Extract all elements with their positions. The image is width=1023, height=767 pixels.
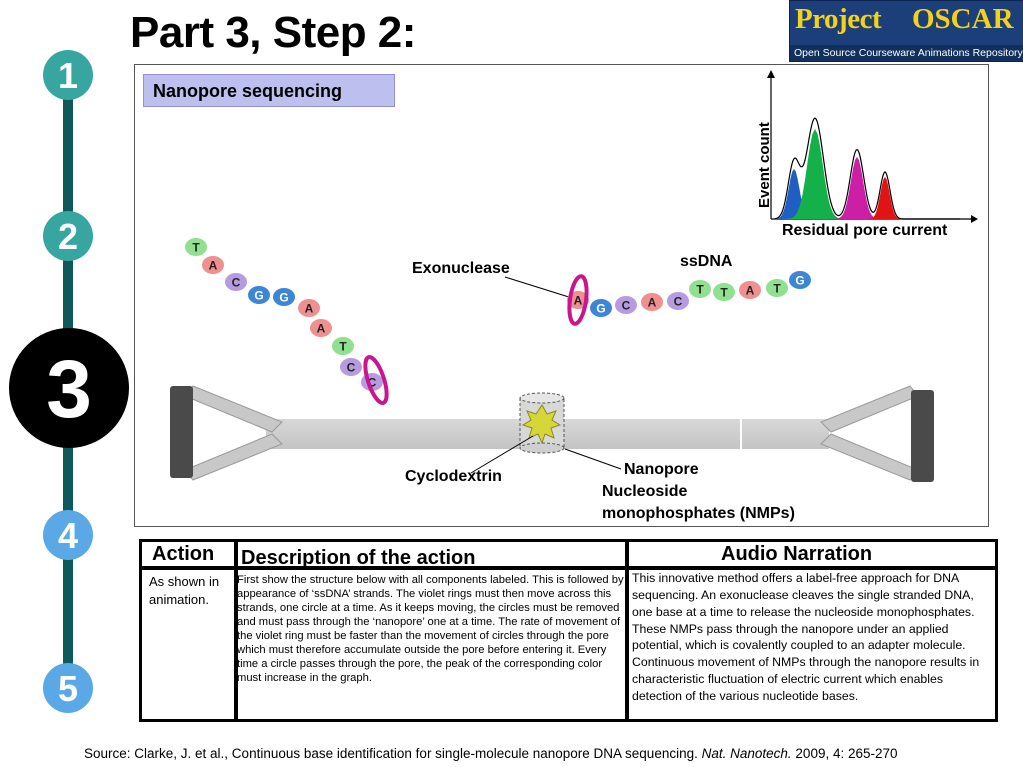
step-1-marker[interactable]: 1: [43, 50, 93, 100]
source-prefix: Source: Clarke, J. et al., Continuous ba…: [84, 746, 702, 761]
source-citation: Source: Clarke, J. et al., Continuous ba…: [84, 746, 898, 761]
nucleotide-letter: G: [254, 289, 263, 303]
project-oscar-logo: Project OSCAR Open Source Courseware Ani…: [789, 0, 1023, 62]
source-journal: Nat. Nanotech.: [701, 746, 792, 761]
histogram-peak-3: [833, 157, 881, 219]
step-timeline: 1 2 3 4 5: [9, 50, 129, 713]
right-electrode: [911, 390, 934, 482]
nucleotide-letter: A: [648, 296, 657, 310]
action-header: Action: [152, 543, 215, 565]
step-2-marker[interactable]: 2: [43, 211, 93, 261]
exonuclease-ring-left: [363, 355, 389, 405]
nucleotide-letter: T: [773, 282, 781, 296]
left-electrode: [170, 386, 193, 478]
step-5-number: 5: [58, 668, 78, 709]
nmps-label-line2: monophosphates (NMPs): [602, 505, 795, 522]
nucleotide-letter: C: [674, 295, 683, 309]
nucleotide-bead-left-7: A: [310, 319, 332, 337]
nucleotide-letter: A: [305, 302, 314, 316]
nanopore-cylinder: [519, 392, 565, 454]
nucleotide-letter: A: [574, 294, 583, 308]
step-3-marker-current[interactable]: 3: [9, 328, 129, 448]
nucleotide-bead-right-3: C: [615, 296, 637, 314]
nucleotide-bead-right-4: A: [641, 293, 663, 311]
nucleotide-letter: T: [696, 283, 704, 297]
step-4-number: 4: [58, 515, 78, 556]
step-1-number: 1: [58, 55, 78, 96]
step-4-marker[interactable]: 4: [43, 510, 93, 560]
nucleotide-letter: A: [317, 322, 326, 336]
description-header-cell: Description of the action: [235, 539, 628, 569]
step-5-marker[interactable]: 5: [43, 663, 93, 713]
step-2-number: 2: [58, 216, 78, 257]
histogram-peak-2: [785, 129, 845, 219]
nucleotide-letter: A: [746, 284, 755, 298]
diagram-panel: [134, 64, 989, 527]
ssdna-label: ssDNA: [680, 253, 733, 270]
nucleotide-letter: T: [720, 286, 728, 300]
nucleotide-letter: G: [795, 274, 804, 288]
audio-header: Audio Narration: [721, 543, 873, 565]
description-body-cell: First show the structure below with all …: [235, 567, 628, 722]
cyclodextrin-adapter: [521, 404, 562, 445]
histogram-envelope: [774, 117, 960, 220]
nucleotide-letter: G: [596, 302, 605, 316]
action-body-cell: As shown in animation.: [139, 567, 237, 722]
nucleotide-bead-right-5: C: [667, 292, 689, 310]
nucleotide-bead-left-9: C: [340, 358, 362, 376]
exonuclease-label: Exonuclease: [412, 260, 510, 277]
page-title: Part 3, Step 2:: [130, 8, 416, 57]
exonuclease-ring-right: [567, 274, 589, 326]
event-histogram: [767, 70, 978, 223]
action-header-cell: Action: [139, 539, 237, 569]
nucleotide-letter: T: [192, 241, 200, 255]
action-table: Action Description of the action Audio N…: [139, 539, 998, 722]
nucleotide-bead-right-6: T: [689, 280, 711, 298]
nucleotide-bead-right-8: A: [739, 281, 761, 299]
nucleotide-bead-left-6: A: [298, 299, 320, 317]
audio-text: This innovative method offers a label-fr…: [632, 571, 980, 703]
nucleotide-bead-right-7: T: [713, 283, 735, 301]
nucleotide-letter: T: [339, 340, 347, 354]
audio-header-cell: Audio Narration: [626, 539, 998, 569]
nucleotide-letter: C: [232, 276, 241, 290]
step-3-number: 3: [46, 344, 92, 435]
nucleotide-bead-left-3: C: [225, 273, 247, 291]
logo-word-project: Project: [795, 3, 882, 35]
nucleotide-letter: C: [622, 299, 631, 313]
nucleotide-bead-left-4: G: [248, 286, 270, 304]
nucleotide-bead-left-5: G: [273, 288, 295, 306]
nucleotide-letter: C: [347, 361, 356, 375]
histogram-peak-4: [867, 177, 903, 219]
description-text: First show the structure below with all …: [237, 574, 624, 684]
nucleotide-bead-right-2: G: [590, 299, 612, 317]
graph-xlabel: Residual pore current: [782, 222, 948, 239]
nucleotide-letter: G: [279, 291, 288, 305]
cyclodextrin-label: Cyclodextrin: [405, 468, 502, 485]
nucleotide-bead-right-10: G: [789, 271, 811, 289]
logo-tagline: Open Source Courseware Animations Reposi…: [794, 47, 1023, 59]
histogram-peak-1: [773, 169, 815, 219]
nanopore-label: Nanopore: [624, 461, 699, 478]
graph-ylabel: Event count: [756, 122, 773, 208]
description-header: Description of the action: [241, 547, 476, 569]
nmps-label-line1: Nucleoside: [602, 483, 688, 500]
nucleotide-letter: C: [368, 376, 377, 390]
panel-title: Nanopore sequencing: [143, 74, 395, 107]
nucleotide-bead-left-8: T: [332, 337, 354, 355]
nucleotide-bead-left-2: A: [202, 256, 224, 274]
logo-word-oscar: OSCAR: [912, 3, 1014, 35]
source-suffix: 2009, 4: 265-270: [791, 746, 898, 761]
nucleotide-bead-left-1: T: [185, 238, 207, 256]
action-text: As shown in animation.: [149, 574, 220, 608]
nucleotide-letter: A: [209, 259, 218, 273]
audio-body-cell: This innovative method offers a label-fr…: [626, 567, 998, 722]
nucleotide-bead-right-9: T: [766, 279, 788, 297]
